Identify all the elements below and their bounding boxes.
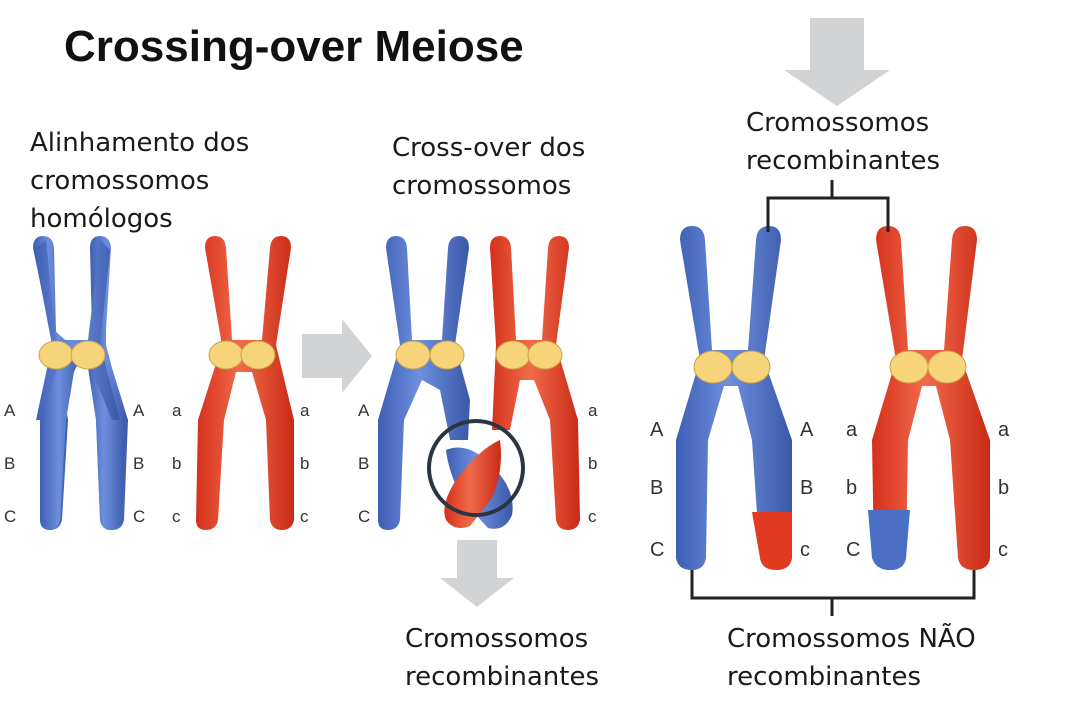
caption-alignment: Alinhamento dos cromossomos homólogos <box>30 124 249 238</box>
page-title: Crossing-over Meiose <box>64 22 524 71</box>
arrow-down-top-icon <box>784 18 890 106</box>
allele-label: c <box>300 507 309 526</box>
caption-crossover-line-2: cromossomos <box>392 171 572 201</box>
caption-crossover: Cross-over dos cromossomos <box>392 129 585 205</box>
caption-recombinant-top: Cromossomos recombinantes <box>746 104 940 180</box>
allele-label: B <box>650 477 663 499</box>
allele-label: b <box>588 454 597 473</box>
allele-label: C <box>650 539 664 561</box>
allele-labels: A B C A B C a b c a b c A B C a b c A B … <box>4 401 1010 561</box>
allele-label: C <box>133 507 145 526</box>
arrow-right-icon <box>302 319 372 393</box>
allele-label: C <box>4 507 16 526</box>
allele-label: C <box>846 539 860 561</box>
allele-label: c <box>588 507 597 526</box>
allele-label: a <box>998 419 1010 441</box>
chromosome-blue-result <box>676 226 792 570</box>
chromosome-red-pair-1 <box>196 236 294 530</box>
allele-label: b <box>172 454 181 473</box>
bracket-recombinant-top <box>766 180 890 232</box>
chromosome-red-crossover <box>444 236 580 530</box>
allele-label: C <box>358 507 370 526</box>
caption-recombinant-bottom: Cromossomos recombinantes <box>405 620 599 696</box>
caption-non-recombinant: Cromossomos NÃO recombinantes <box>727 620 976 696</box>
caption-non-recombinant-line-1: Cromossomos NÃO <box>727 624 976 654</box>
allele-label: A <box>800 419 814 441</box>
caption-crossover-line-1: Cross-over dos <box>392 133 586 163</box>
caption-non-recombinant-line-2: recombinantes <box>727 662 921 692</box>
caption-alignment-line-2: cromossomos <box>30 166 210 196</box>
allele-label: c <box>800 539 810 561</box>
allele-label: b <box>300 454 309 473</box>
allele-label: A <box>358 401 370 420</box>
caption-recombinant-bottom-line-2: recombinantes <box>405 662 599 692</box>
allele-label: B <box>358 454 369 473</box>
allele-label: a <box>300 401 310 420</box>
allele-label: a <box>172 401 182 420</box>
allele-label: b <box>998 477 1009 499</box>
allele-label: B <box>800 477 813 499</box>
chromosome-red-result <box>868 226 990 570</box>
allele-label: c <box>998 539 1008 561</box>
crossover-highlight-circle <box>427 419 525 517</box>
arrow-down-icon <box>440 540 514 607</box>
allele-label: A <box>650 419 664 441</box>
chromosome-blue-pair-1 <box>33 236 128 530</box>
caption-recombinant-top-line-1: Cromossomos <box>746 108 930 138</box>
caption-recombinant-bottom-line-1: Cromossomos <box>405 624 589 654</box>
caption-alignment-line-1: Alinhamento dos <box>30 128 250 158</box>
allele-label: b <box>846 477 857 499</box>
allele-label: a <box>846 419 858 441</box>
allele-label: A <box>4 401 16 420</box>
allele-label: c <box>172 507 181 526</box>
allele-label: B <box>4 454 15 473</box>
caption-recombinant-top-line-2: recombinantes <box>746 146 940 176</box>
caption-alignment-line-3: homólogos <box>30 204 173 234</box>
allele-label: A <box>133 401 145 420</box>
allele-label: a <box>588 401 598 420</box>
bracket-non-recombinant <box>690 570 976 616</box>
allele-label: B <box>133 454 144 473</box>
